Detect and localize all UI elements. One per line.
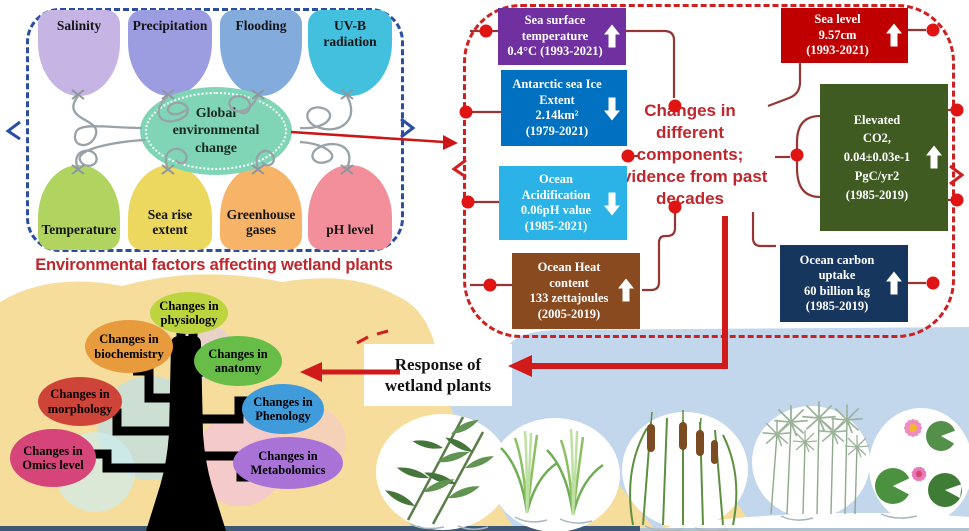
box-sea-level: Sea level 9.57cm (1993-2021): [781, 8, 908, 63]
papyrus-plant-icon: [761, 400, 870, 521]
sand-wedge: [520, 444, 656, 531]
up-arrow-icon: [617, 279, 634, 304]
box-ocean-carbon-uptake: Ocean carbon uptake 60 billion kg (1985-…: [780, 245, 908, 322]
box-text: Elevated CO2, 0.04±0.03e-1 PgC/yr2 (1985…: [843, 112, 911, 202]
up-arrow-icon: [925, 145, 942, 170]
tree-node-morphology: Changes in morphology: [38, 377, 122, 426]
tree-node-anatomy: Changes in anatomy: [194, 336, 282, 386]
factor-uvb-radiation: UV-B radiation: [308, 10, 392, 96]
factor-temperature: Temperature: [38, 165, 120, 250]
box-text: Sea surface temperature 0.4°C (1993-2021…: [507, 13, 603, 59]
grass-tuft-icon: [500, 428, 604, 524]
cattail-plant-icon: [629, 410, 738, 531]
water-lily-icon: [875, 419, 962, 519]
box-elevated-co2: Elevated CO2, 0.04±0.03e-1 PgC/yr2 (1985…: [820, 84, 948, 231]
factor-sea-rise-extent: Sea rise extent: [128, 165, 212, 250]
plant-circles: [376, 406, 969, 531]
response-of-wetland-plants-label: Response of wetland plants: [364, 344, 512, 406]
up-arrow-icon: [603, 24, 620, 49]
global-environmental-change-ellipse: Global environmental change: [140, 87, 292, 175]
up-arrow-icon: [885, 271, 902, 296]
tree-node-biochemistry: Changes in biochemistry: [85, 320, 173, 373]
tree-node-metabolomics: Changes in Metabolomics: [233, 437, 343, 489]
box-text: Ocean carbon uptake 60 billion kg (1985-…: [799, 252, 875, 314]
box-text: Ocean Heat content 133 zettajoules (2005…: [529, 260, 609, 321]
box-text: Sea level 9.57cm (1993-2021): [806, 12, 869, 58]
down-arrow-icon: [604, 191, 621, 216]
changes-in-components-text: Changes in different components; evidenc…: [612, 101, 768, 209]
box-ocean-heat-content: Ocean Heat content 133 zettajoules (2005…: [512, 253, 640, 329]
factor-ph-level: pH level: [308, 165, 392, 250]
left-panel-caption: Environmental factors affecting wetland …: [35, 256, 393, 274]
tree-node-physiology: Changes in physiology: [150, 292, 228, 334]
box-text: Ocean Acidification 0.06pH value (1985-2…: [520, 172, 592, 233]
factor-greenhouse-gases: Greenhouse gases: [220, 165, 302, 250]
box-sea-surface-temperature: Sea surface temperature 0.4°C (1993-2021…: [498, 8, 626, 65]
factor-precipitation: Precipitation: [128, 10, 212, 96]
up-arrow-icon: [885, 23, 902, 48]
tree-node-phenology: Changes in Phenology: [242, 384, 324, 434]
down-arrow-icon: [604, 96, 621, 121]
tree-node-omics-level: Changes in Omics level: [10, 429, 96, 487]
shore-highlight: [652, 513, 969, 531]
factor-salinity: Salinity: [38, 10, 120, 96]
factor-flooding: Flooding: [220, 10, 302, 96]
box-ocean-acidification: Ocean Acidification 0.06pH value (1985-2…: [499, 166, 627, 240]
bottom-edge-strip: [0, 526, 640, 531]
box-text: Antarctic sea Ice Extent 2.14km² (1979-2…: [512, 77, 602, 138]
sand-wedge: [660, 458, 756, 531]
dotted-ring: [145, 92, 287, 170]
reed-plant-icon: [383, 416, 496, 530]
box-antarctic-sea-ice-extent: Antarctic sea Ice Extent 2.14km² (1979-2…: [501, 70, 627, 146]
